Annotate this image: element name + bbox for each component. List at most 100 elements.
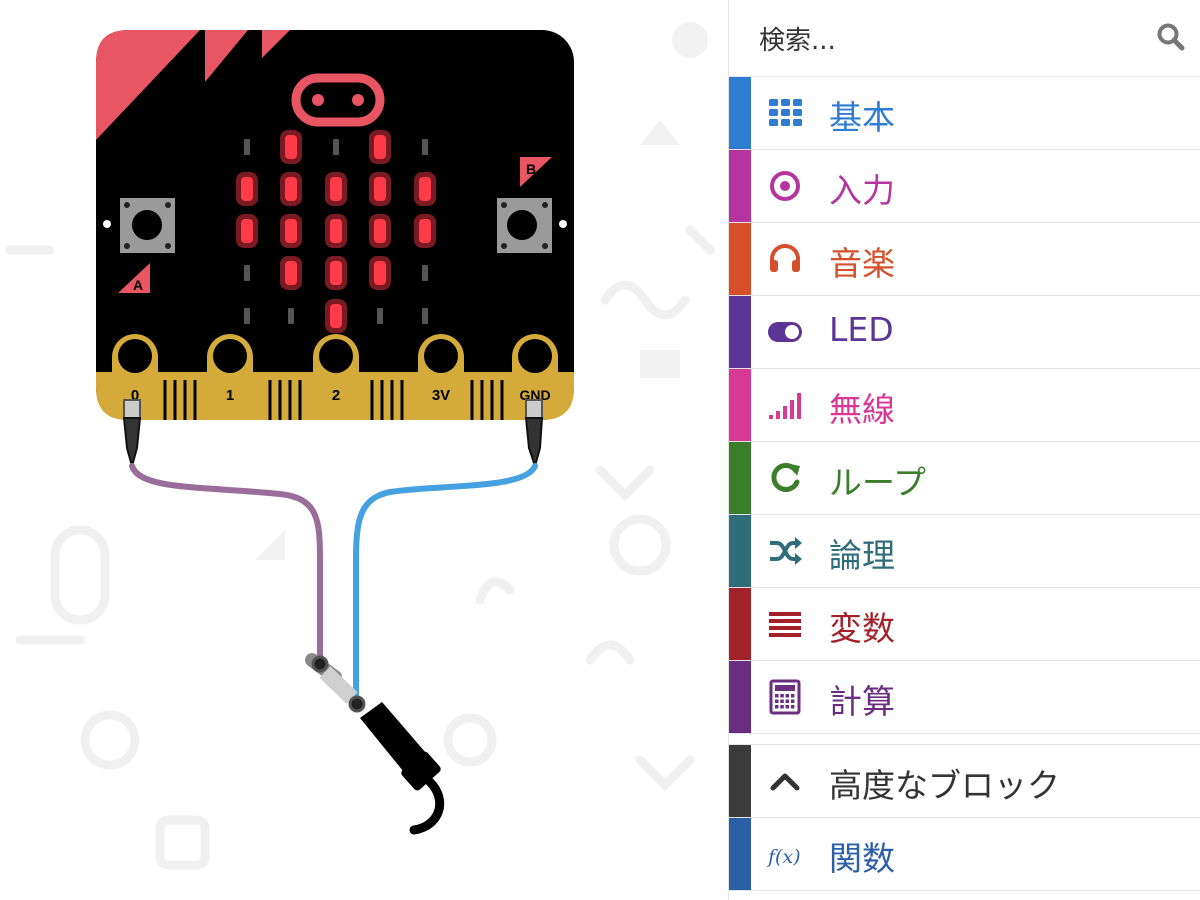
button-a-label: A: [133, 277, 143, 293]
led-on[interactable]: [419, 177, 431, 201]
led-off[interactable]: [377, 308, 383, 324]
list-icon: [769, 612, 801, 637]
led-on[interactable]: [285, 135, 297, 159]
led-on[interactable]: [241, 177, 253, 201]
led-off[interactable]: [244, 308, 250, 324]
category-label: 高度なブロック: [829, 766, 1060, 805]
category-color-bar: [729, 442, 751, 514]
calculator-icon: [769, 679, 801, 715]
pin-label: 0: [131, 387, 139, 404]
function-icon: f(x): [767, 846, 801, 868]
crocodile-clip-pin0[interactable]: [122, 399, 142, 470]
headphone-jack[interactable]: [305, 653, 445, 835]
led-on[interactable]: [330, 219, 342, 243]
toolbox-category-adv-1[interactable]: f(x) 関数: [729, 818, 1200, 891]
category-label: 変数: [829, 609, 895, 648]
led-off[interactable]: [422, 139, 428, 155]
svg-text:f(x): f(x): [767, 846, 801, 868]
category-color-bar: [729, 588, 751, 660]
microbit-logo-icon[interactable]: [291, 73, 385, 127]
pin-gnd-hole[interactable]: [518, 339, 552, 373]
shuffle-icon: [770, 537, 802, 565]
toolbox-category-basic-3[interactable]: LED: [729, 296, 1200, 369]
toolbox-category-basic-4[interactable]: 無線: [729, 369, 1200, 442]
led-on[interactable]: [241, 219, 253, 243]
advanced-list: 高度なブロック f(x) 関数: [729, 745, 1200, 891]
led-on[interactable]: [374, 135, 386, 159]
led-off[interactable]: [422, 265, 428, 281]
toolbox-category-basic-1[interactable]: 入力: [729, 150, 1200, 223]
led-off[interactable]: [288, 308, 294, 324]
chevron-up-icon: [770, 773, 800, 791]
search-box[interactable]: 検索...: [729, 0, 1200, 77]
category-color-bar: [729, 296, 751, 368]
category-color-bar: [729, 661, 751, 733]
loop-icon: [771, 463, 800, 492]
category-list: 基本入力音楽 LED 無線ループ論理変数計算: [729, 77, 1200, 734]
button-b-label: B: [526, 161, 536, 177]
category-color-bar: [729, 369, 751, 441]
led-on[interactable]: [374, 219, 386, 243]
led-off[interactable]: [422, 308, 428, 324]
category-label: ループ: [829, 463, 927, 502]
toolbox-category-basic-8[interactable]: 計算: [729, 661, 1200, 734]
simulator-panel: 0 1 2 3V GND A B: [5, 22, 715, 870]
target-icon: [770, 171, 800, 201]
pin-label: 1: [226, 387, 234, 404]
button-a[interactable]: [120, 198, 175, 253]
pin-0-hole[interactable]: [118, 339, 152, 373]
wire-blue: [353, 463, 538, 703]
search-icon[interactable]: [1156, 22, 1186, 52]
led-on[interactable]: [285, 177, 297, 201]
toolbox-category-basic-0[interactable]: 基本: [729, 77, 1200, 150]
led-on[interactable]: [285, 219, 297, 243]
crocodile-clip-gnd[interactable]: [524, 399, 544, 470]
toolbox-category-basic-5[interactable]: ループ: [729, 442, 1200, 515]
button-b[interactable]: [497, 198, 552, 253]
category-label: 無線: [829, 390, 895, 429]
pin-2-hole[interactable]: [319, 339, 353, 373]
category-color-bar: [729, 223, 751, 295]
led-on[interactable]: [330, 304, 342, 328]
toolbox-category-basic-7[interactable]: 変数: [729, 588, 1200, 661]
led-on[interactable]: [330, 177, 342, 201]
pin-3v-hole[interactable]: [424, 339, 458, 373]
wire-purple: [129, 463, 323, 663]
pin-1-hole[interactable]: [213, 339, 247, 373]
toggle-icon: [768, 322, 802, 342]
category-color-bar: [729, 745, 751, 817]
pin-label: 2: [332, 387, 340, 404]
microbit-board: 0 1 2 3V GND A B: [96, 30, 574, 420]
category-color-bar: [729, 818, 751, 890]
category-color-bar: [729, 515, 751, 587]
led-on[interactable]: [419, 219, 431, 243]
pin-label: 3V: [432, 387, 450, 404]
led-on[interactable]: [285, 261, 297, 285]
simulator-svg: 0 1 2 3V GND A B: [5, 22, 715, 870]
category-label: 入力: [829, 171, 895, 210]
led-off[interactable]: [333, 139, 339, 155]
category-label: 論理: [829, 536, 895, 575]
category-label: 関数: [829, 839, 895, 878]
led-off[interactable]: [244, 265, 250, 281]
toolbox-category-adv-0[interactable]: 高度なブロック: [729, 745, 1200, 818]
toolbox-panel: 検索... 基本入力音楽 LED 無線ループ論理変数計算 高度なブロック f(x) 関数: [728, 0, 1200, 900]
headphones-icon: [770, 244, 800, 272]
led-on[interactable]: [374, 177, 386, 201]
toolbox-category-basic-2[interactable]: 音楽: [729, 223, 1200, 296]
background-pattern: [5, 22, 715, 870]
category-color-bar: [729, 77, 751, 149]
search-input[interactable]: 検索...: [759, 26, 836, 56]
category-label: 音楽: [829, 244, 895, 283]
category-color-bar: [729, 150, 751, 222]
led-on[interactable]: [374, 261, 386, 285]
led-matrix: [236, 130, 436, 333]
led-on[interactable]: [330, 261, 342, 285]
grid-icon: [769, 99, 802, 126]
separator: [729, 734, 1200, 745]
led-off[interactable]: [244, 139, 250, 155]
toolbox-category-basic-6[interactable]: 論理: [729, 515, 1200, 588]
category-label: 計算: [829, 682, 895, 721]
category-label: 基本: [829, 98, 895, 137]
signal-icon: [769, 393, 801, 419]
